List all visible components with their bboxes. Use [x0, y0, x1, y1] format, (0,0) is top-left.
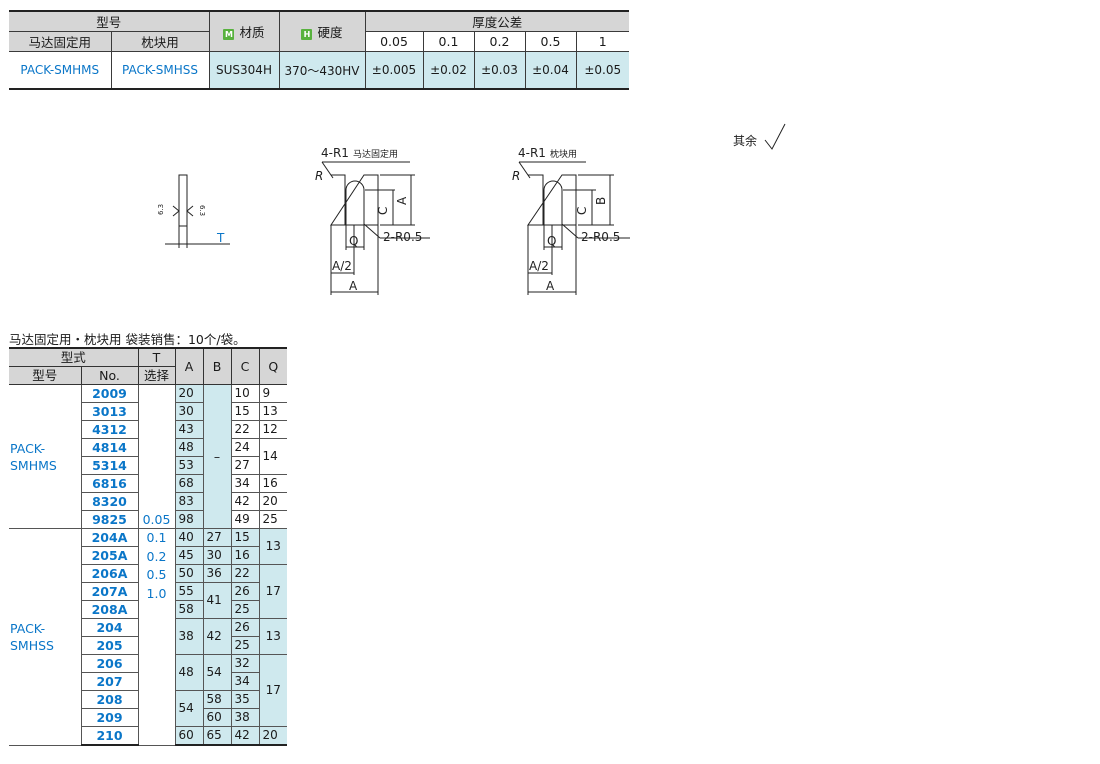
- pillow-header: 枕块用: [111, 31, 210, 52]
- svg-text:A/2: A/2: [332, 259, 352, 273]
- svg-text:Q: Q: [349, 234, 358, 248]
- pillow-radius-note: 2-R0.5: [581, 230, 620, 244]
- model-header: 型号: [9, 366, 82, 385]
- t-header: T: [137, 347, 176, 367]
- thickness-col: 0.05: [365, 31, 424, 52]
- pillow-shim-drawing: 4-R1 枕块用 R C B Q 2-R0.5 A/2 A: [512, 146, 630, 295]
- thickness-col: 0.1: [423, 31, 475, 52]
- svg-text:A: A: [546, 279, 555, 293]
- svg-text:6.3: 6.3: [157, 204, 165, 215]
- product-no: 206A: [80, 564, 139, 583]
- thickness-col: 0.5: [525, 31, 577, 52]
- plate-side-outline: [178, 174, 188, 227]
- material-mark-icon: M: [223, 29, 235, 40]
- material-value: SUS304H: [209, 51, 280, 90]
- product-no: 3013: [80, 402, 139, 421]
- col-c-header: C: [230, 347, 260, 385]
- motor-model: PACK-SMHMS: [9, 51, 112, 90]
- technical-drawings: 其余 6.3 6.3 T 4-R1 马达固定用 R: [157, 123, 786, 295]
- motor-corner-note: 4-R1: [321, 146, 349, 160]
- product-no: 206: [80, 654, 139, 673]
- dimension-table: 型式 T A B C Q 型号 No. 选择 PACK-SMHMS 2009 0…: [9, 347, 287, 746]
- svg-text:C: C: [575, 207, 589, 215]
- model-smhss: PACK-SMHSS: [9, 528, 82, 746]
- svg-text:A: A: [395, 196, 409, 205]
- product-no: 204: [80, 618, 139, 637]
- pillow-model: PACK-SMHSS: [111, 51, 210, 90]
- product-no: 205: [80, 636, 139, 655]
- product-no: 207A: [80, 582, 139, 601]
- motor-radius-note: 2-R0.5: [383, 230, 422, 244]
- thickness-label: T: [216, 231, 225, 245]
- col-q-header: Q: [258, 347, 287, 385]
- t-value: 0.05: [137, 384, 176, 529]
- svg-text:其余: 其余: [733, 133, 757, 148]
- side-view-drawing: 6.3 6.3 T: [157, 174, 230, 248]
- svg-text:6.3: 6.3: [198, 205, 206, 216]
- tolerance-value: ±0.02: [423, 51, 475, 90]
- tolerance-value: ±0.05: [576, 51, 629, 90]
- svg-text:Q: Q: [547, 234, 556, 248]
- svg-text:A/2: A/2: [529, 259, 549, 273]
- motor-header: 马达固定用: [9, 31, 112, 52]
- type-header: 型式: [9, 347, 139, 367]
- b-value: –: [202, 384, 232, 529]
- product-no: 205A: [80, 546, 139, 565]
- product-no: 210: [80, 726, 139, 746]
- roughness-note: 其余: [733, 123, 786, 150]
- svg-text:C: C: [376, 207, 390, 215]
- hardness-mark-icon: H: [301, 29, 313, 40]
- product-no: 5314: [80, 456, 139, 475]
- pillow-corner-use: 枕块用: [550, 148, 577, 160]
- roughness-check-icon: [764, 123, 786, 150]
- svg-text:R: R: [512, 169, 520, 183]
- bag-sales-note: 马达固定用・枕块用 袋装销售：10个/袋。: [9, 332, 246, 347]
- product-no: 4814: [80, 438, 139, 457]
- hardness-value: 370～430HV: [279, 51, 366, 90]
- product-no: 204A: [80, 528, 139, 547]
- product-no: 9825: [80, 510, 139, 529]
- col-b-header: B: [202, 347, 232, 385]
- select-header: 选择: [137, 366, 176, 385]
- tolerance-header: 厚度公差: [365, 10, 629, 32]
- thickness-col: 0.2: [474, 31, 526, 52]
- motor-shim-drawing: 4-R1 马达固定用 R C A Q 2-R0.5 A/2 A: [315, 146, 430, 295]
- product-no: 6816: [80, 474, 139, 493]
- no-header: No.: [80, 366, 139, 385]
- product-no: 209: [80, 708, 139, 727]
- product-no: 2009: [80, 384, 139, 403]
- pillow-corner-note: 4-R1: [518, 146, 546, 160]
- tolerance-value: ±0.005: [365, 51, 424, 90]
- product-no: 208: [80, 690, 139, 709]
- thickness-col: 1: [576, 31, 629, 52]
- product-no: 207: [80, 672, 139, 691]
- product-no: 8320: [80, 492, 139, 511]
- svg-text:B: B: [594, 197, 608, 205]
- motor-corner-use: 马达固定用: [353, 148, 398, 160]
- model-header: 型号: [9, 10, 210, 32]
- svg-text:R: R: [315, 169, 323, 183]
- col-a-header: A: [174, 347, 204, 385]
- tolerance-value: ±0.03: [474, 51, 526, 90]
- product-no: 208A: [80, 600, 139, 619]
- model-smhms: PACK-SMHMS: [9, 384, 82, 529]
- svg-text:A: A: [349, 279, 358, 293]
- product-no: 4312: [80, 420, 139, 439]
- tolerance-value: ±0.04: [525, 51, 577, 90]
